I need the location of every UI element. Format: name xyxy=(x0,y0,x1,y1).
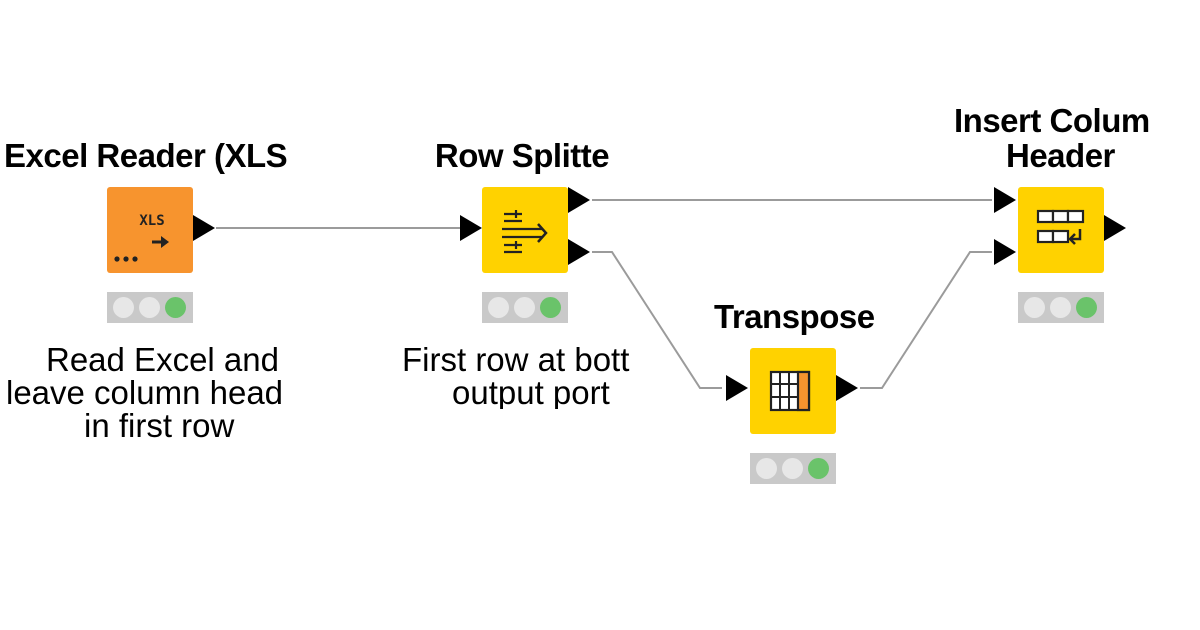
node-title-transpose: Transpose xyxy=(714,299,875,335)
excel-reader-output-port[interactable] xyxy=(193,215,217,241)
status-light-green xyxy=(808,458,829,479)
node-description-row-splitter: First row at bott output port xyxy=(396,343,668,409)
status-light-green xyxy=(165,297,186,318)
insert-header-input-port-top[interactable] xyxy=(994,187,1018,213)
status-light-red xyxy=(1024,297,1045,318)
node-title-excel-reader: Excel Reader (XLS xyxy=(4,138,288,174)
status-light-green xyxy=(540,297,561,318)
insert-header-input-port-bottom[interactable] xyxy=(994,239,1018,265)
transpose-input-port[interactable] xyxy=(726,375,750,401)
transpose-status xyxy=(750,453,836,484)
excel-reader-status xyxy=(107,292,193,323)
node-excel-reader[interactable]: XLS xyxy=(107,187,193,273)
excel-reader-icon: XLS xyxy=(114,213,169,262)
node-title-row-splitter: Row Splitte xyxy=(434,138,610,174)
status-light-red xyxy=(756,458,777,479)
node-transpose[interactable] xyxy=(750,348,836,434)
row-splitter-input-port[interactable] xyxy=(460,215,484,241)
row-splitter-output-port-top[interactable] xyxy=(568,187,592,213)
insert-column-header-icon xyxy=(1036,209,1085,245)
status-light-yellow xyxy=(139,297,160,318)
transpose-output-port[interactable] xyxy=(836,375,860,401)
status-light-yellow xyxy=(782,458,803,479)
description-line: First row at bott xyxy=(402,343,630,378)
status-light-yellow xyxy=(1050,297,1071,318)
title-line: Header xyxy=(1006,137,1115,173)
description-line: output port xyxy=(452,374,610,409)
row-splitter-status xyxy=(482,292,568,323)
row-splitter-icon xyxy=(502,210,548,254)
connection-splitter-to-transpose[interactable] xyxy=(592,251,722,389)
title-line: Insert Colum xyxy=(954,103,1150,139)
row-splitter-output-port-bottom[interactable] xyxy=(568,239,592,265)
description-line: leave column head xyxy=(6,374,284,411)
transpose-icon xyxy=(769,370,811,412)
status-light-red xyxy=(113,297,134,318)
insert-header-output-port[interactable] xyxy=(1104,215,1128,241)
xls-icon-label: XLS xyxy=(139,213,164,229)
node-insert-column-header[interactable] xyxy=(1018,187,1104,273)
node-description-excel-reader: Read Excel and leave column head in firs… xyxy=(0,343,304,442)
status-light-green xyxy=(1076,297,1097,318)
description-line: Read Excel and xyxy=(46,343,279,378)
description-line: in first row xyxy=(84,407,235,442)
insert-column-header-status xyxy=(1018,292,1104,323)
node-title-insert-column-header: Insert Colum Header xyxy=(950,103,1175,173)
status-light-red xyxy=(488,297,509,318)
status-light-yellow xyxy=(514,297,535,318)
node-row-splitter[interactable] xyxy=(482,187,568,273)
connection-transpose-to-insert-header[interactable] xyxy=(860,251,992,389)
